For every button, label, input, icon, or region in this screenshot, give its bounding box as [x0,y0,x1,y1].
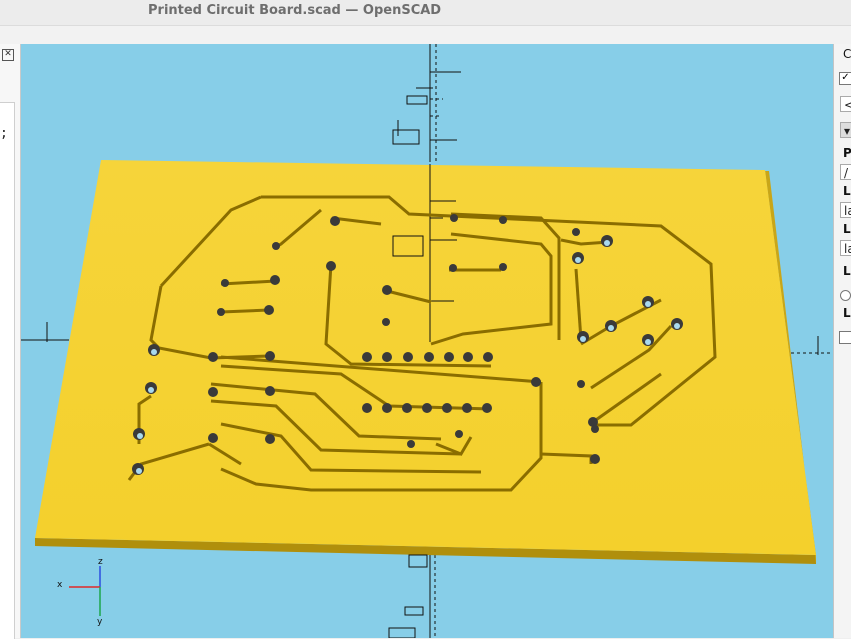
preset-button[interactable]: < [840,96,851,112]
editor-visible-text: ; [0,126,8,141]
auto-preview-checkbox[interactable]: ✓ [839,72,851,85]
close-editor-icon[interactable]: ✕ [2,49,14,61]
customizer-panel: C ✓ < ▾ P / L la L la L L [833,44,851,638]
code-editor[interactable] [0,102,15,639]
pcb-pads [132,214,683,475]
param-field-1[interactable]: / [840,164,851,180]
customizer-title: C [843,47,851,61]
gizmo-x-label: x [57,580,63,590]
param-label-4: L [843,264,851,278]
pcb-render [21,44,833,638]
3d-viewport[interactable]: z x y [21,44,833,638]
param-checkbox[interactable] [839,331,851,344]
gizmo-y-label: y [97,617,103,627]
toolbar-strip [0,26,851,44]
editor-panel: ✕ ; [0,44,21,639]
param-label-3: L [843,222,851,236]
title-bar: Printed Circuit Board.scad — OpenSCAD [0,0,851,26]
param-radio[interactable] [840,290,851,301]
preset-dropdown[interactable]: ▾ [840,122,851,138]
param-label-2: L [843,184,851,198]
window-title: Printed Circuit Board.scad — OpenSCAD [148,3,442,18]
param-field-2[interactable]: la [840,202,851,218]
param-field-3[interactable]: la [840,240,851,256]
gizmo-z-label: z [98,557,103,567]
param-label-5: L [843,306,851,320]
board-front-edge [35,538,816,564]
param-label-1: P [843,146,851,160]
axis-gizmo [69,566,101,616]
